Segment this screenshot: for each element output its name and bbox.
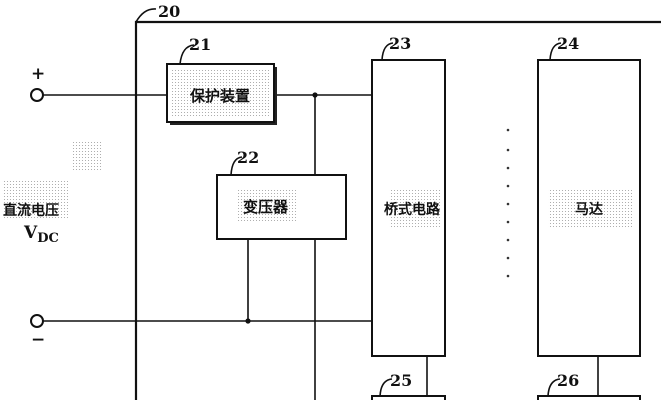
transformer-block [216, 174, 347, 240]
vdc-label: VDC [23, 223, 59, 246]
protection-device-block [166, 63, 277, 125]
ref-20: 20 [158, 2, 180, 21]
ref-22: 22 [237, 148, 259, 167]
ref-24: 24 [557, 34, 579, 53]
protection-device-label: 保护装置 [189, 87, 250, 105]
ref-26-leader [547, 378, 561, 397]
motor-label: 马达 [575, 201, 603, 218]
ref-24-leader [549, 42, 562, 61]
bridge-circuit-block [371, 59, 446, 357]
ref-21: 21 [189, 35, 211, 54]
ref-25-leader [379, 378, 393, 397]
block-26 [537, 395, 641, 400]
bridge-motor-connection [506, 128, 510, 278]
ref-23: 23 [389, 34, 411, 53]
block-25 [371, 395, 446, 400]
positive-terminal [30, 88, 44, 102]
ref-25: 25 [390, 371, 412, 390]
ref-26: 26 [557, 371, 579, 390]
transformer-label: 变压器 [243, 198, 289, 216]
positive-sign: + [31, 64, 45, 84]
input-shading [72, 142, 102, 172]
ref-22-leader [230, 156, 243, 176]
motor-block [537, 59, 641, 357]
label-shading [2, 180, 68, 218]
dc-voltage-label: 直流电压 [3, 202, 59, 219]
negative-terminal [30, 314, 44, 328]
ref-20-leader [135, 8, 157, 23]
bridge-circuit-label: 桥式电路 [384, 201, 441, 218]
ref-21-leader [179, 44, 195, 65]
negative-sign: − [31, 330, 45, 350]
ref-23-leader [381, 42, 394, 61]
